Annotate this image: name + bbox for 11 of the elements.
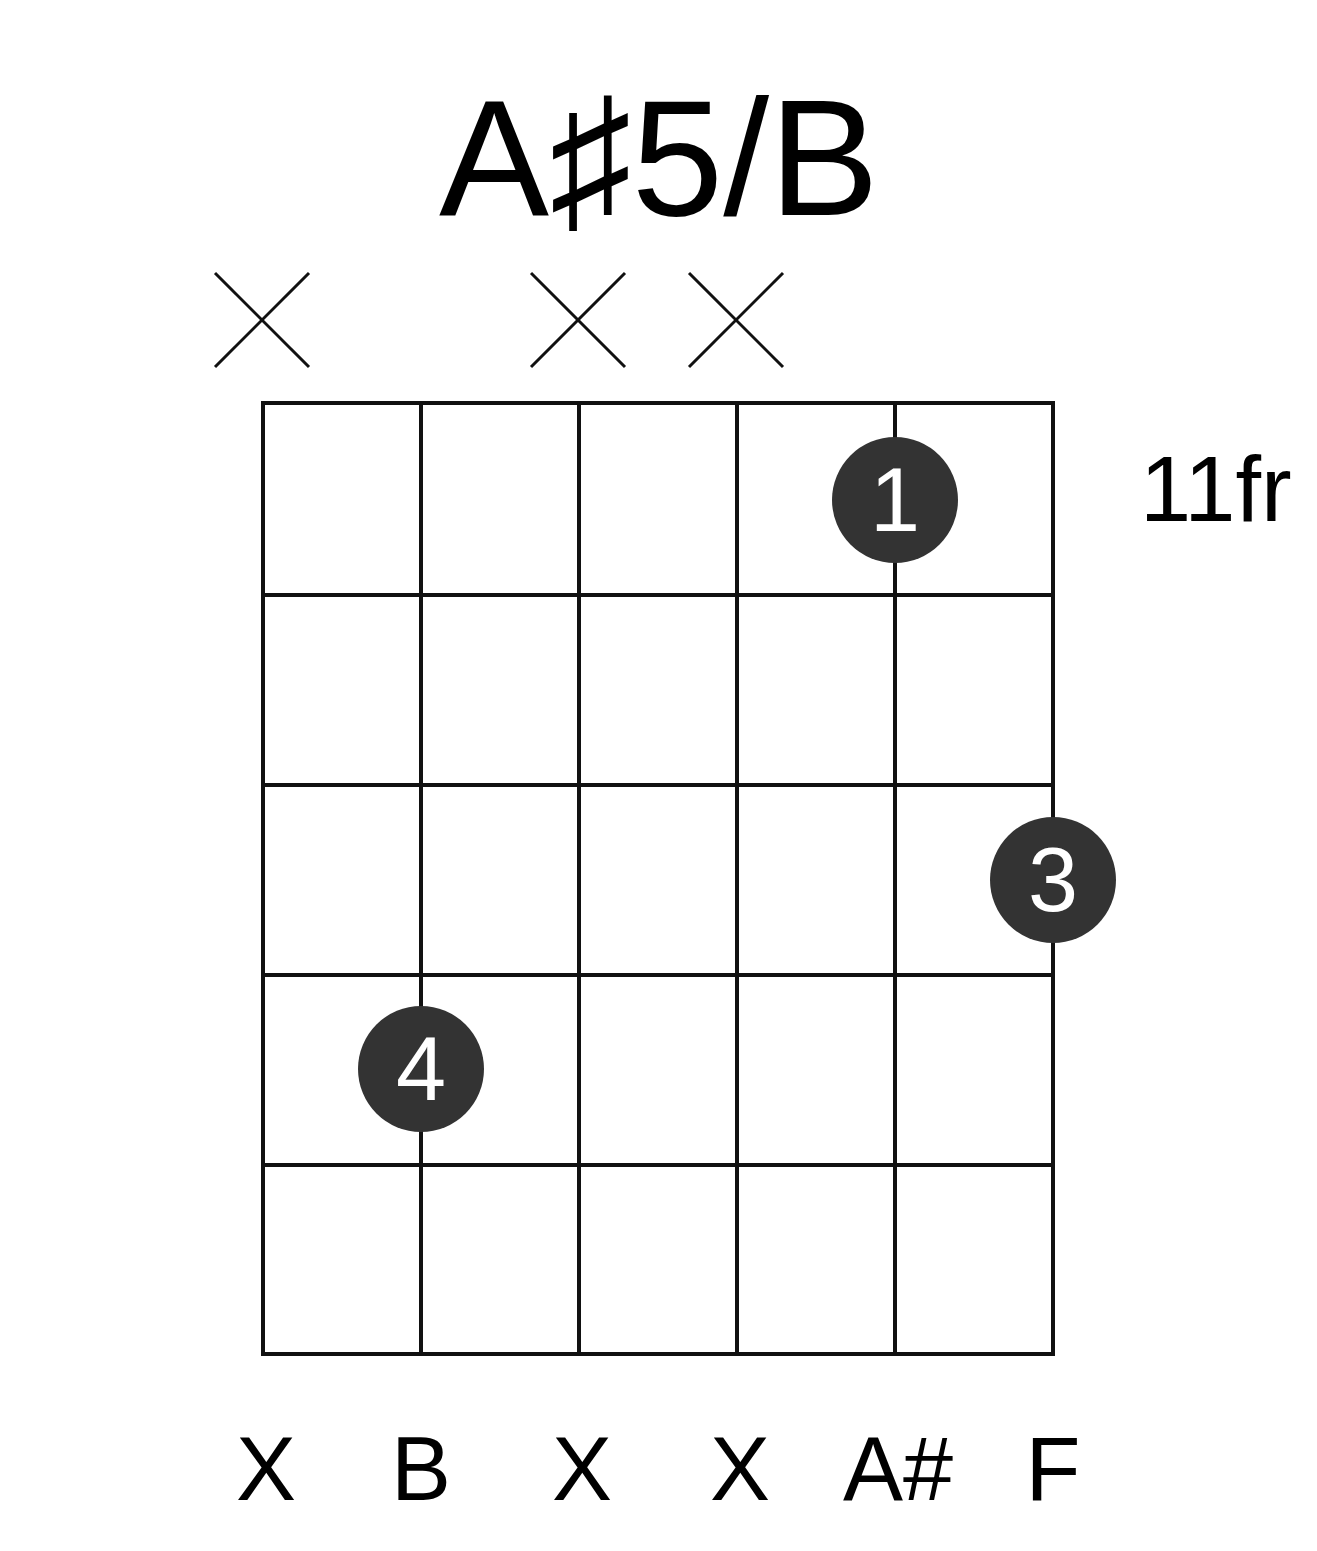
chord-title: A♯5/B [438,76,880,241]
finger-number: 4 [395,1024,447,1114]
string-note-label: X [552,1424,612,1514]
string-note-label: A# [842,1424,954,1514]
string-note-label: B [391,1424,451,1514]
finger-number: 3 [1027,835,1079,925]
string-note-label: X [236,1424,296,1514]
string-note-label: F [1025,1424,1081,1514]
string-note-label: X [710,1424,770,1514]
fret-position-label: 11fr [1140,443,1292,535]
finger-number: 1 [869,455,921,545]
